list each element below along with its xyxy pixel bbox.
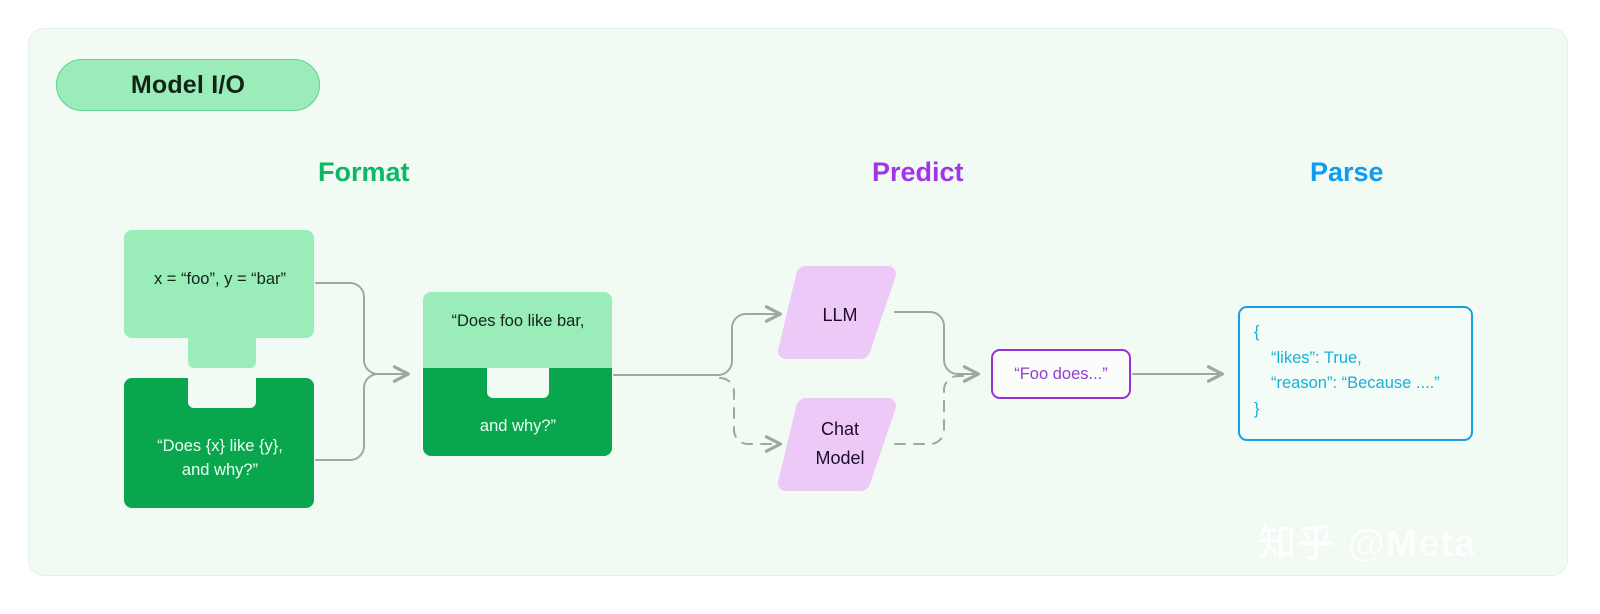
chat-model-label: Chat Model bbox=[815, 419, 865, 468]
json-line-reason: “reason”: “Because ....” bbox=[1271, 374, 1440, 393]
template-line-2: and why?” bbox=[181, 460, 259, 479]
model-output-text: “Foo does...” bbox=[1014, 364, 1108, 383]
variables-label: x = “foo”, y = “bar” bbox=[153, 270, 287, 288]
model-io-title-pill: Model I/O bbox=[56, 59, 320, 111]
llm-label: LLM bbox=[822, 305, 858, 325]
template-label: “Does {x} like {y}, and why?” bbox=[125, 435, 315, 483]
json-line-likes: “likes”: True, bbox=[1271, 348, 1362, 367]
template-line-1: “Does {x} like {y}, bbox=[157, 437, 283, 455]
page-title: Model I/O bbox=[130, 70, 246, 99]
parsed-json-box: { “likes”: True, “reason”: “Because ....… bbox=[1238, 306, 1473, 441]
merged-bottom-label: and why?” bbox=[479, 417, 557, 435]
column-header-format: Format bbox=[318, 157, 410, 187]
merged-top-label: “Does foo like bar, bbox=[451, 312, 585, 330]
column-header-predict: Predict bbox=[872, 157, 964, 187]
watermark: 知乎 @Meta bbox=[1258, 523, 1477, 565]
column-header-parse: Parse bbox=[1310, 157, 1384, 187]
model-output-box: “Foo does...” bbox=[991, 349, 1131, 399]
json-line-open: { bbox=[1254, 323, 1260, 341]
json-line-close: } bbox=[1254, 399, 1260, 418]
